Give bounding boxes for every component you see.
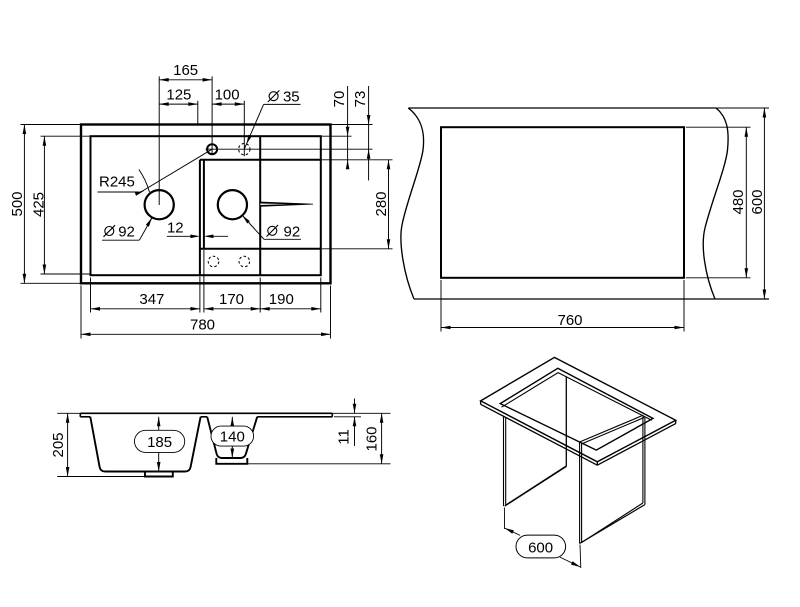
svg-text:100: 100 [215,87,240,104]
svg-text:500: 500 [9,191,26,216]
svg-text:70: 70 [331,91,348,108]
svg-text:11: 11 [335,429,352,445]
svg-text:185: 185 [147,434,172,451]
svg-text:160: 160 [363,426,380,451]
svg-text:125: 125 [166,87,191,104]
svg-text:140: 140 [220,428,245,445]
svg-text:780: 780 [190,317,215,334]
svg-text:165: 165 [173,62,198,79]
svg-text:73: 73 [352,91,369,108]
svg-text:205: 205 [50,432,67,457]
svg-text:170: 170 [219,291,244,308]
svg-text:760: 760 [557,312,582,329]
svg-text:12: 12 [167,220,184,237]
svg-text:92: 92 [284,223,301,240]
svg-text:R245: R245 [99,173,135,190]
svg-text:347: 347 [139,291,164,308]
svg-text:600: 600 [749,189,766,214]
svg-text:92: 92 [118,224,135,241]
svg-text:35: 35 [283,89,300,106]
svg-text:280: 280 [373,191,390,216]
svg-text:190: 190 [269,291,294,308]
svg-text:600: 600 [528,539,553,556]
svg-text:480: 480 [730,189,747,214]
svg-text:425: 425 [30,192,47,217]
